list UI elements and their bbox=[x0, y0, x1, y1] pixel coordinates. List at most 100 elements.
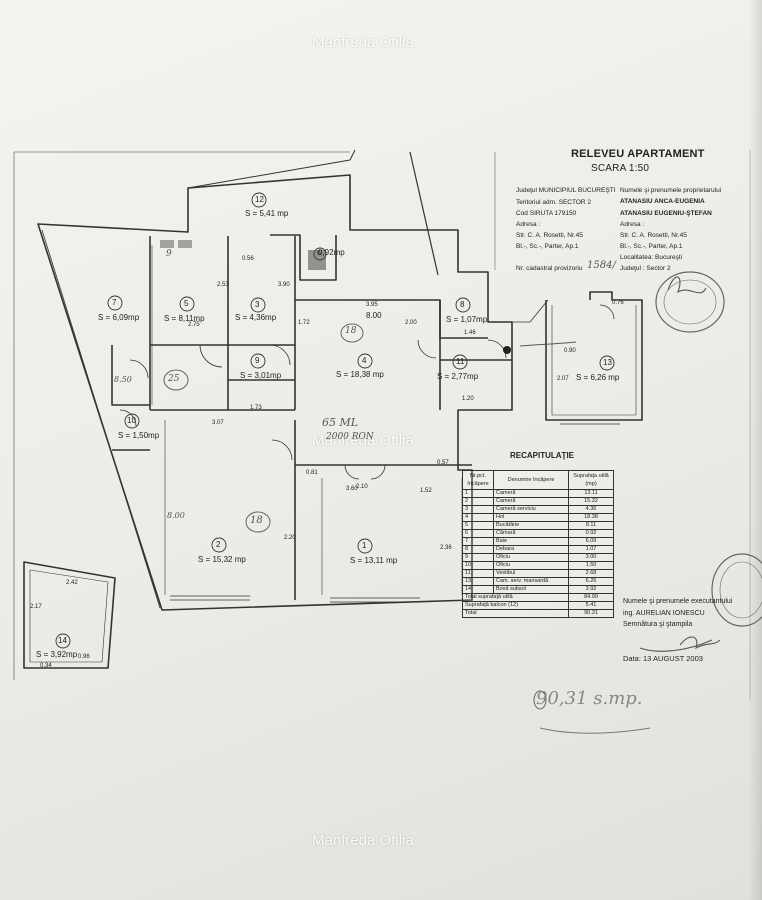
recap-cell-val: 18.38 bbox=[568, 513, 614, 522]
recap-header-nr: Nr.pct. încăpere bbox=[462, 470, 494, 490]
room-3-area: S = 4,36mp bbox=[235, 313, 277, 322]
recap-cell-nr: 6 bbox=[462, 529, 494, 538]
dim-label: 0.81 bbox=[306, 470, 318, 476]
owner-street: Str. C. A. Rosetti, Nr.45 bbox=[620, 232, 687, 239]
room-12-number: 12 bbox=[255, 195, 264, 204]
signature-date: Data: 13 AUGUST 2003 bbox=[623, 654, 703, 663]
room-14-number: 14 bbox=[58, 636, 67, 645]
recap-cell-name: Cămară bbox=[493, 529, 569, 538]
room-7-number: 7 bbox=[112, 298, 117, 307]
recap-cell-nr: 11 bbox=[462, 569, 494, 578]
recap-cell-name: Bucătărie bbox=[493, 521, 569, 530]
document-scale: SCARA 1:50 bbox=[591, 163, 650, 174]
dim-label: 2.75 bbox=[188, 322, 200, 328]
dim-label: 1.73 bbox=[250, 405, 262, 411]
recap-table: Nr.pct. încăpere Denumire încăpere Supra… bbox=[462, 470, 614, 618]
room-14-area: S = 3,92mp bbox=[36, 650, 78, 659]
dim-label: 1.72 bbox=[298, 320, 310, 326]
recap-cell-val: 0.92 bbox=[568, 529, 614, 538]
recap-total-util-label: Total suprafaţă utilă bbox=[462, 593, 569, 602]
dim-label: 1.20 bbox=[462, 396, 474, 402]
recap-cell-val: 1.50 bbox=[568, 561, 614, 570]
room-4-area: S = 18,38 mp bbox=[336, 370, 384, 379]
dim-label: 0.56 bbox=[242, 256, 254, 262]
recap-balcon-label: Suprafaţă balcon (12) bbox=[462, 601, 569, 610]
hand-note-18-hall: 18 bbox=[345, 326, 357, 336]
recap-cell-val: 3.92 bbox=[568, 585, 614, 594]
dim-label: 3.60 bbox=[346, 486, 358, 492]
recap-cell-nr: 8 bbox=[462, 545, 494, 554]
recap-cell-name: Hol bbox=[493, 513, 569, 522]
recap-cell-name: Cameră serviciu bbox=[493, 505, 569, 514]
hand-note-65ml: 65 ML bbox=[322, 416, 359, 429]
dim-label: 0.76 bbox=[612, 300, 624, 306]
header-adresa-street: Str. C. A. Rosetti, Nr.45 bbox=[516, 232, 583, 239]
room-4-number: 4 bbox=[362, 356, 367, 365]
room-5-area: S = 8,11mp bbox=[164, 314, 205, 323]
signature-line-3: Semnătura şi ştampila bbox=[623, 621, 693, 628]
recap-cell-nr: 7 bbox=[462, 537, 494, 546]
dim-label: 0.34 bbox=[40, 663, 52, 669]
dim-label: 3.95 bbox=[366, 302, 378, 308]
recap-title: RECAPITULAŢIE bbox=[510, 451, 574, 460]
dim-label: 2.07 bbox=[557, 376, 569, 382]
recap-cell-nr: 9 bbox=[462, 553, 494, 562]
hand-note-total: 90,31 s.mp. bbox=[536, 688, 643, 709]
recap-cell-val: 8.11 bbox=[568, 521, 614, 530]
dim-label: 2.36 bbox=[440, 545, 452, 551]
recap-cell-name: Vestibul bbox=[493, 569, 569, 578]
recap-total: 90.31 bbox=[568, 609, 614, 618]
recap-cell-val: 6.26 bbox=[568, 577, 614, 586]
room-6-number: 6 bbox=[317, 250, 321, 257]
watermark-bottom: Manfreda Otilia bbox=[312, 832, 414, 849]
page-edge-shadow bbox=[748, 0, 762, 900]
recap-balcon: 5.41 bbox=[568, 601, 614, 610]
header-cadastral: Nr. cadastral provizoriu bbox=[516, 265, 583, 272]
table-row-balcon: Suprafaţă balcon (12)5.41 bbox=[462, 601, 614, 610]
room-5-number: 5 bbox=[184, 299, 189, 308]
hand-note-9: 9 bbox=[166, 249, 172, 259]
room-6-area: 0,92mp bbox=[318, 248, 345, 257]
room-13-area: S = 6,26 mp bbox=[576, 373, 620, 382]
room-2-number: 2 bbox=[216, 540, 221, 549]
recap-cell-nr: 14 bbox=[462, 585, 494, 594]
owner-label: Numele şi prenumele proprietarului bbox=[620, 187, 722, 194]
dim-label: 8.00 bbox=[366, 311, 382, 320]
dim-label: 1.52 bbox=[420, 488, 432, 494]
recap-cell-val: 1.07 bbox=[568, 545, 614, 554]
dim-label: 8.00 bbox=[167, 511, 185, 520]
recap-total-util: 84.90 bbox=[568, 593, 614, 602]
room-1-number: 1 bbox=[362, 541, 367, 550]
room-8-number: 8 bbox=[460, 300, 465, 309]
dim-label: 1.46 bbox=[464, 330, 476, 336]
room-1-area: S = 13,11 mp bbox=[350, 556, 398, 565]
dim-label: 2.42 bbox=[66, 580, 78, 586]
room-11-area: S = 2,77mp bbox=[437, 372, 479, 381]
recap-cell-nr: 13 bbox=[462, 577, 494, 586]
room-3-number: 3 bbox=[255, 300, 260, 309]
recap-cell-name: Oficiu bbox=[493, 553, 569, 562]
recap-cell-name: Oficiu bbox=[493, 561, 569, 570]
header-adresa-label: Adresa : bbox=[516, 221, 541, 228]
recap-cell-name: Cameră bbox=[493, 497, 569, 506]
watermark-middle: Manfreda Otilia bbox=[312, 432, 414, 449]
signature-line-2: ing. AURELIAN IONESCU bbox=[623, 610, 705, 617]
header-teritoriul: Teritoriul adm. SECTOR 2 bbox=[516, 199, 592, 206]
dim-label: 2.17 bbox=[30, 604, 42, 610]
recap-cell-name: Debara bbox=[493, 545, 569, 554]
room-10-area: S = 1,50mp bbox=[118, 431, 160, 440]
signature-line-1: Numele şi prenumele executantului bbox=[623, 598, 733, 605]
recap-cell-nr: 4 bbox=[462, 513, 494, 522]
room-7-area: S = 6,09mp bbox=[98, 313, 140, 322]
